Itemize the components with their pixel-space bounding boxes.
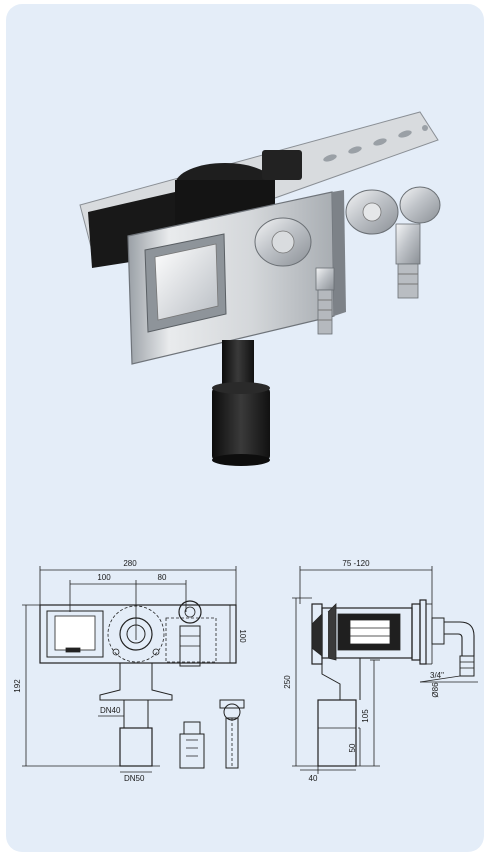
front-view-drawing [22, 566, 245, 773]
dim-cap-diameter: Ø86 [431, 682, 440, 698]
dim-height-total-side: 250 [283, 675, 292, 689]
valve-left [254, 217, 335, 335]
side-valve-elbow [431, 617, 475, 677]
dim-height-total: 192 [13, 679, 22, 693]
front-view-labels: 280 100 80 100 192 DN40 DN50 [13, 559, 247, 783]
dim-height-plate: 100 [238, 629, 247, 643]
front-valve-circle [178, 600, 202, 624]
dim-depth-range: 75 -120 [342, 559, 370, 568]
side-pipe [317, 699, 357, 767]
extension-part [219, 699, 245, 769]
inspection-window [144, 233, 227, 333]
side-view-labels: 75 -120 250 105 50 40 Ø86 3/4" [283, 559, 444, 783]
dim-offset-left: 100 [97, 573, 111, 582]
dim-width-total: 280 [123, 559, 137, 568]
label-dn40: DN40 [100, 706, 121, 715]
front-plate-outline [39, 604, 237, 664]
valve-right [345, 186, 441, 299]
dim-offset-right: 80 [158, 573, 167, 582]
front-trap-circle [119, 617, 153, 651]
label-dn50: DN50 [124, 774, 145, 783]
drain-pipe [212, 340, 270, 466]
adapter-part [179, 721, 205, 769]
side-view-drawing [292, 566, 478, 774]
dim-height-outlet: 105 [361, 709, 370, 723]
dim-thread-size: 3/4" [430, 671, 444, 680]
dim-height-bottom: 50 [348, 743, 357, 752]
product-photo [79, 111, 441, 466]
dim-width-bottom: 40 [309, 774, 318, 783]
